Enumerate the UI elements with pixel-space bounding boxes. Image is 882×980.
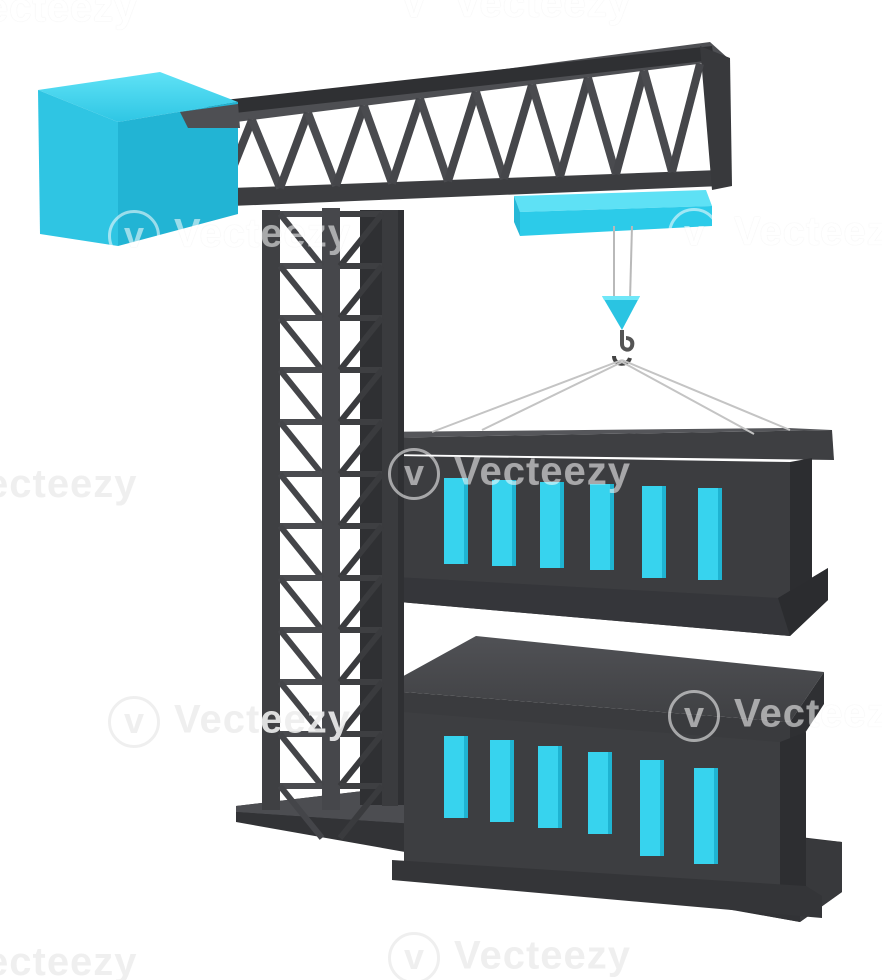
crane-trolley — [514, 190, 712, 236]
lower-windows — [444, 736, 718, 864]
hoist-assembly — [431, 225, 791, 435]
crane-tower — [262, 208, 404, 840]
crane-jib — [176, 42, 732, 210]
upper-windows — [444, 478, 722, 580]
counterweight-block — [38, 72, 240, 246]
